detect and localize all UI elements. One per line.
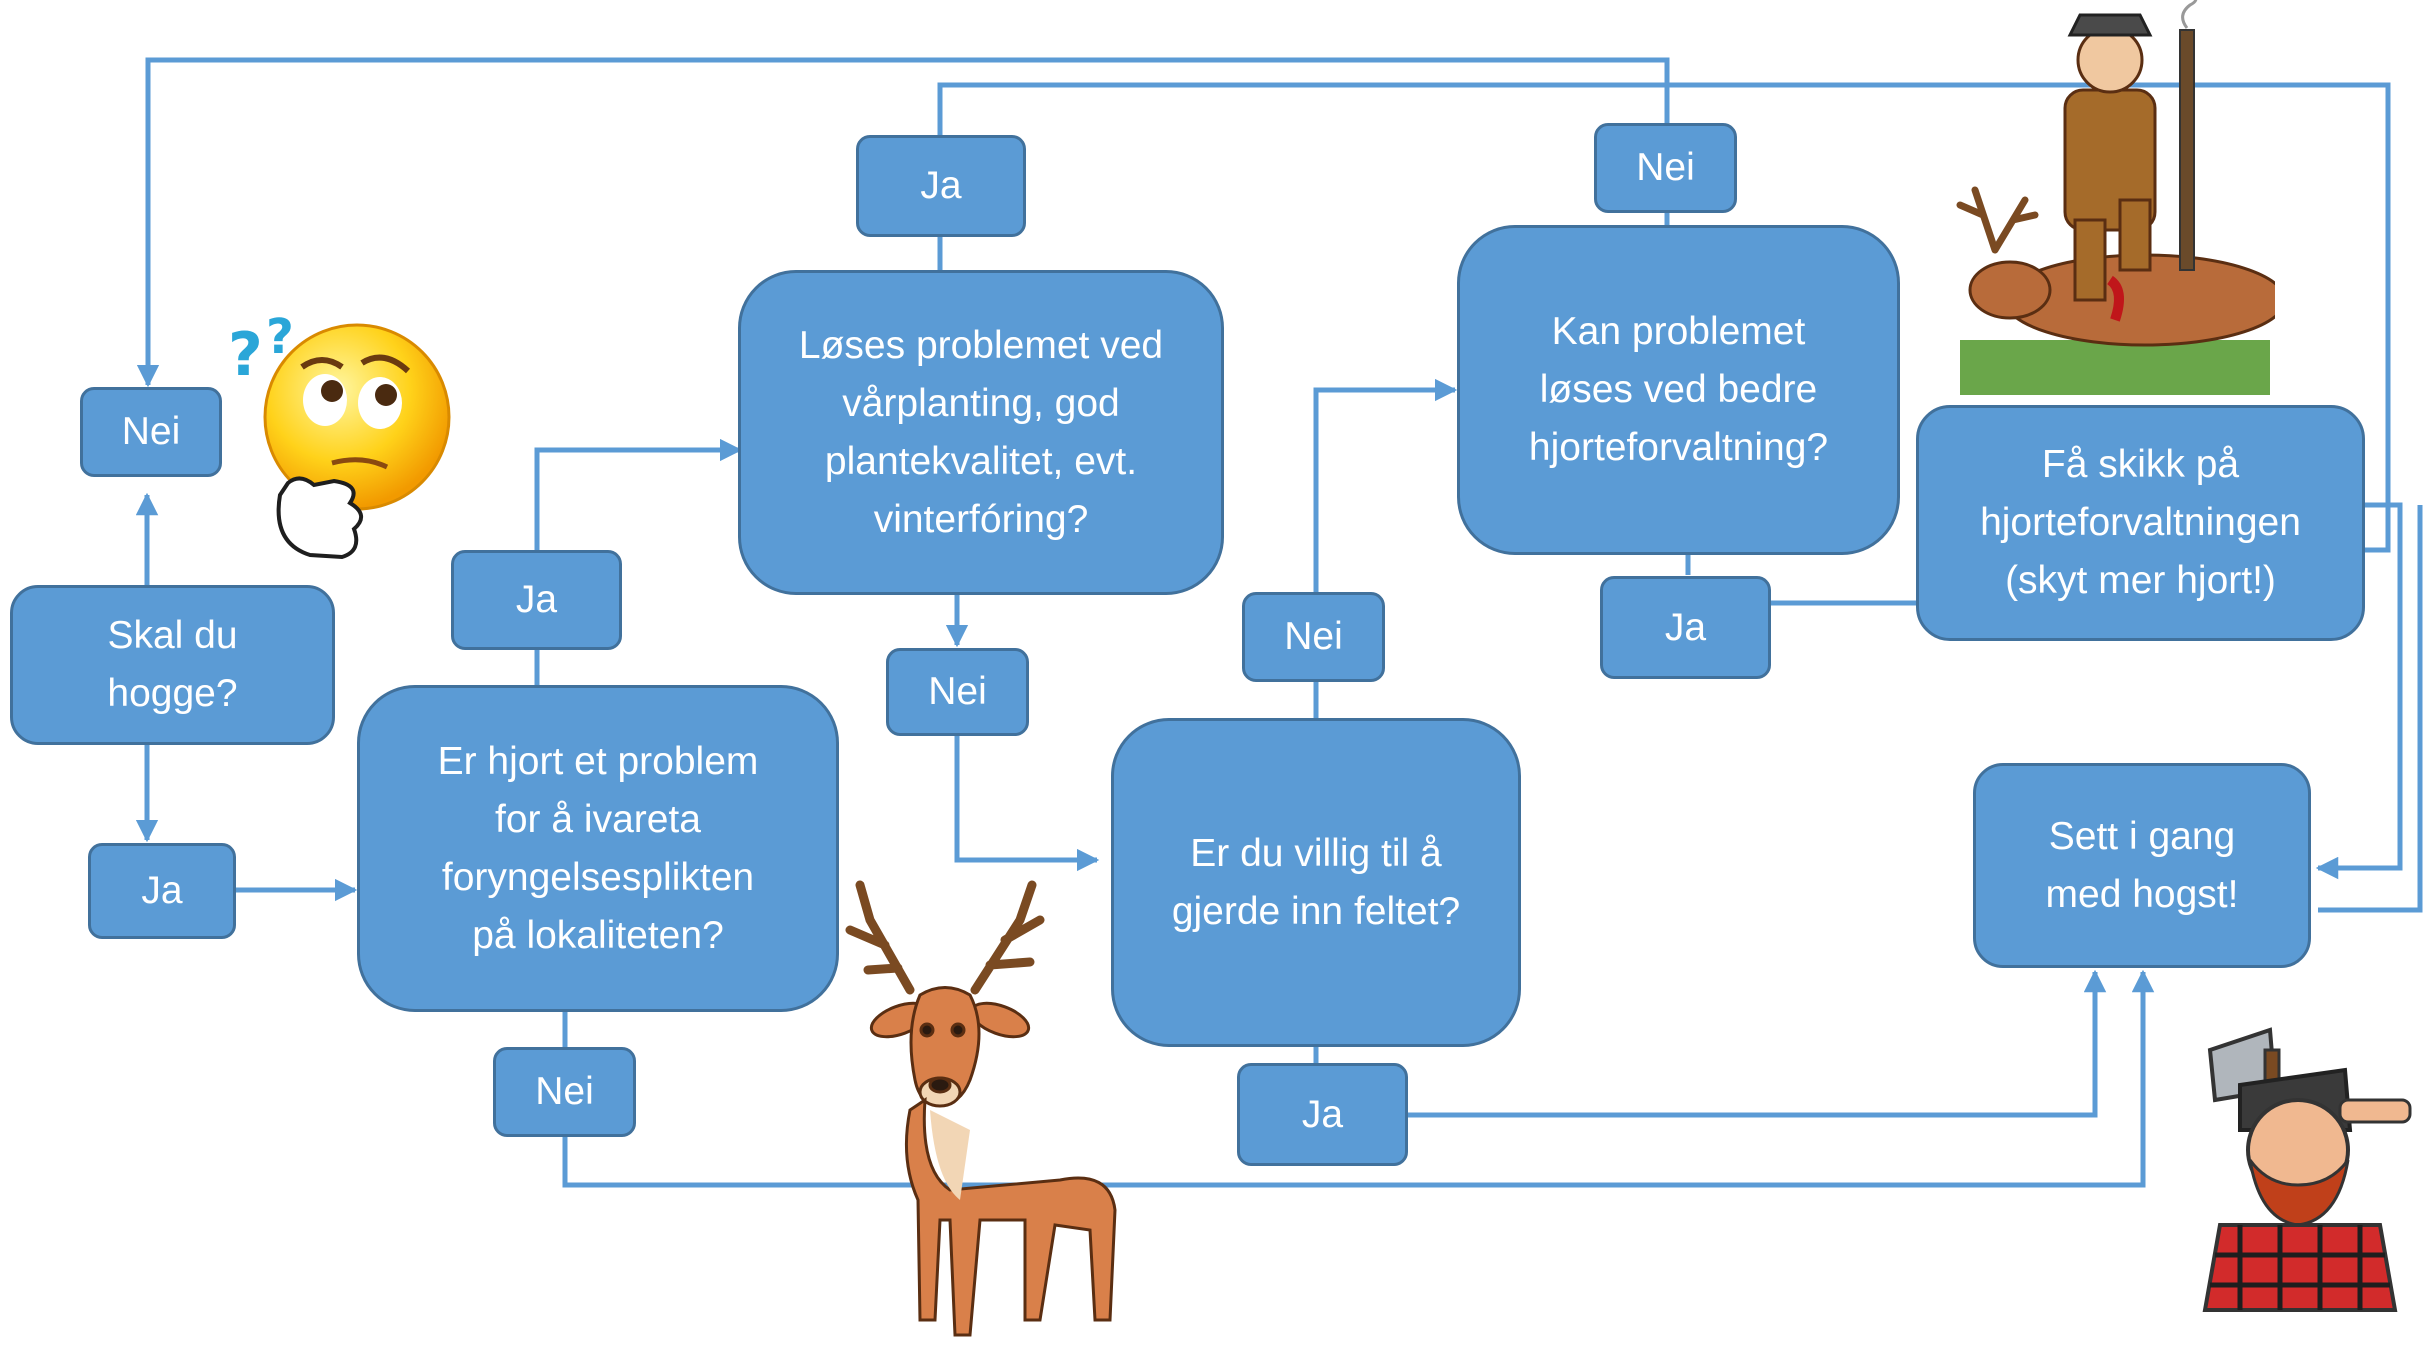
question-spring-planting: Løses problemet ved vårplanting, god pla… <box>738 270 1224 595</box>
question-fence: Er du villig til å gjerde inn feltet? <box>1111 718 1521 1047</box>
answer-cut-no: Nei <box>80 387 222 477</box>
question-deer-management-label: Kan problemet løses ved bedre hjorteforv… <box>1528 310 1829 469</box>
question-cut-label: Skal du hogge? <box>107 614 238 715</box>
answer-cut-yes-label: Ja <box>141 869 183 912</box>
answer-cut-yes: Ja <box>88 843 236 939</box>
answer-deer-problem-no: Nei <box>493 1047 636 1137</box>
action-start-harvest-label: Sett i gang med hogst! <box>2045 814 2239 916</box>
answer-deer-problem-yes-label: Ja <box>515 578 558 621</box>
answer-deer-problem-yes: Ja <box>451 550 622 650</box>
lumberjack-illustration <box>2202 1027 2412 1312</box>
hunter-illustration <box>1956 0 2275 395</box>
answer-fence-no-label: Nei <box>1284 615 1343 658</box>
action-fix-deer-management-label: Få skikk på hjorteforvaltningen (skyt me… <box>1980 443 2301 602</box>
answer-fence-no: Nei <box>1242 592 1385 682</box>
answer-deer-management-yes-label: Ja <box>1664 605 1707 649</box>
action-start-harvest: Sett i gang med hogst! <box>1973 763 2311 968</box>
answer-deer-management-no-label: Nei <box>1636 146 1695 189</box>
thinking-face-icon: ? ? <box>228 309 451 560</box>
answer-fence-yes: Ja <box>1237 1063 1408 1166</box>
connector-fence-yes <box>1408 969 2107 1118</box>
answer-deer-management-no: Nei <box>1594 123 1737 213</box>
answer-deer-management-yes: Ja <box>1600 576 1771 679</box>
question-fence-label: Er du villig til å gjerde inn feltet? <box>1171 831 1461 933</box>
answer-spring-planting-yes: Ja <box>856 135 1026 237</box>
question-deer-management: Kan problemet løses ved bedre hjorteforv… <box>1457 225 1900 555</box>
answer-deer-problem-no-label: Nei <box>535 1070 594 1113</box>
connector-harvest-loop <box>2318 505 2423 913</box>
answer-fence-yes-label: Ja <box>1301 1092 1344 1136</box>
connector-no-to-fence <box>954 735 1100 872</box>
deer-illustration <box>845 880 1117 1337</box>
answer-spring-planting-no: Nei <box>886 648 1029 736</box>
connector-fix-to-harvest <box>2315 502 2403 880</box>
answer-cut-no-label: Nei <box>121 410 181 453</box>
question-spring-planting-label: Løses problemet ved vårplanting, god pla… <box>798 323 1164 541</box>
question-deer-problem-label: Er hjort et problem for å ivareta foryng… <box>437 739 759 957</box>
connector-deer-management-yes <box>1685 555 1918 606</box>
answer-spring-planting-yes-label: Ja <box>920 164 962 207</box>
question-deer-problem: Er hjort et problem for å ivareta foryng… <box>357 685 839 1012</box>
connector-deer-problem-no <box>562 969 2155 1188</box>
svg-text:?: ? <box>228 320 263 390</box>
answer-spring-planting-no-label: Nei <box>928 670 987 713</box>
question-cut: Skal du hogge? <box>10 585 335 745</box>
action-fix-deer-management: Få skikk på hjorteforvaltningen (skyt me… <box>1916 405 2365 641</box>
